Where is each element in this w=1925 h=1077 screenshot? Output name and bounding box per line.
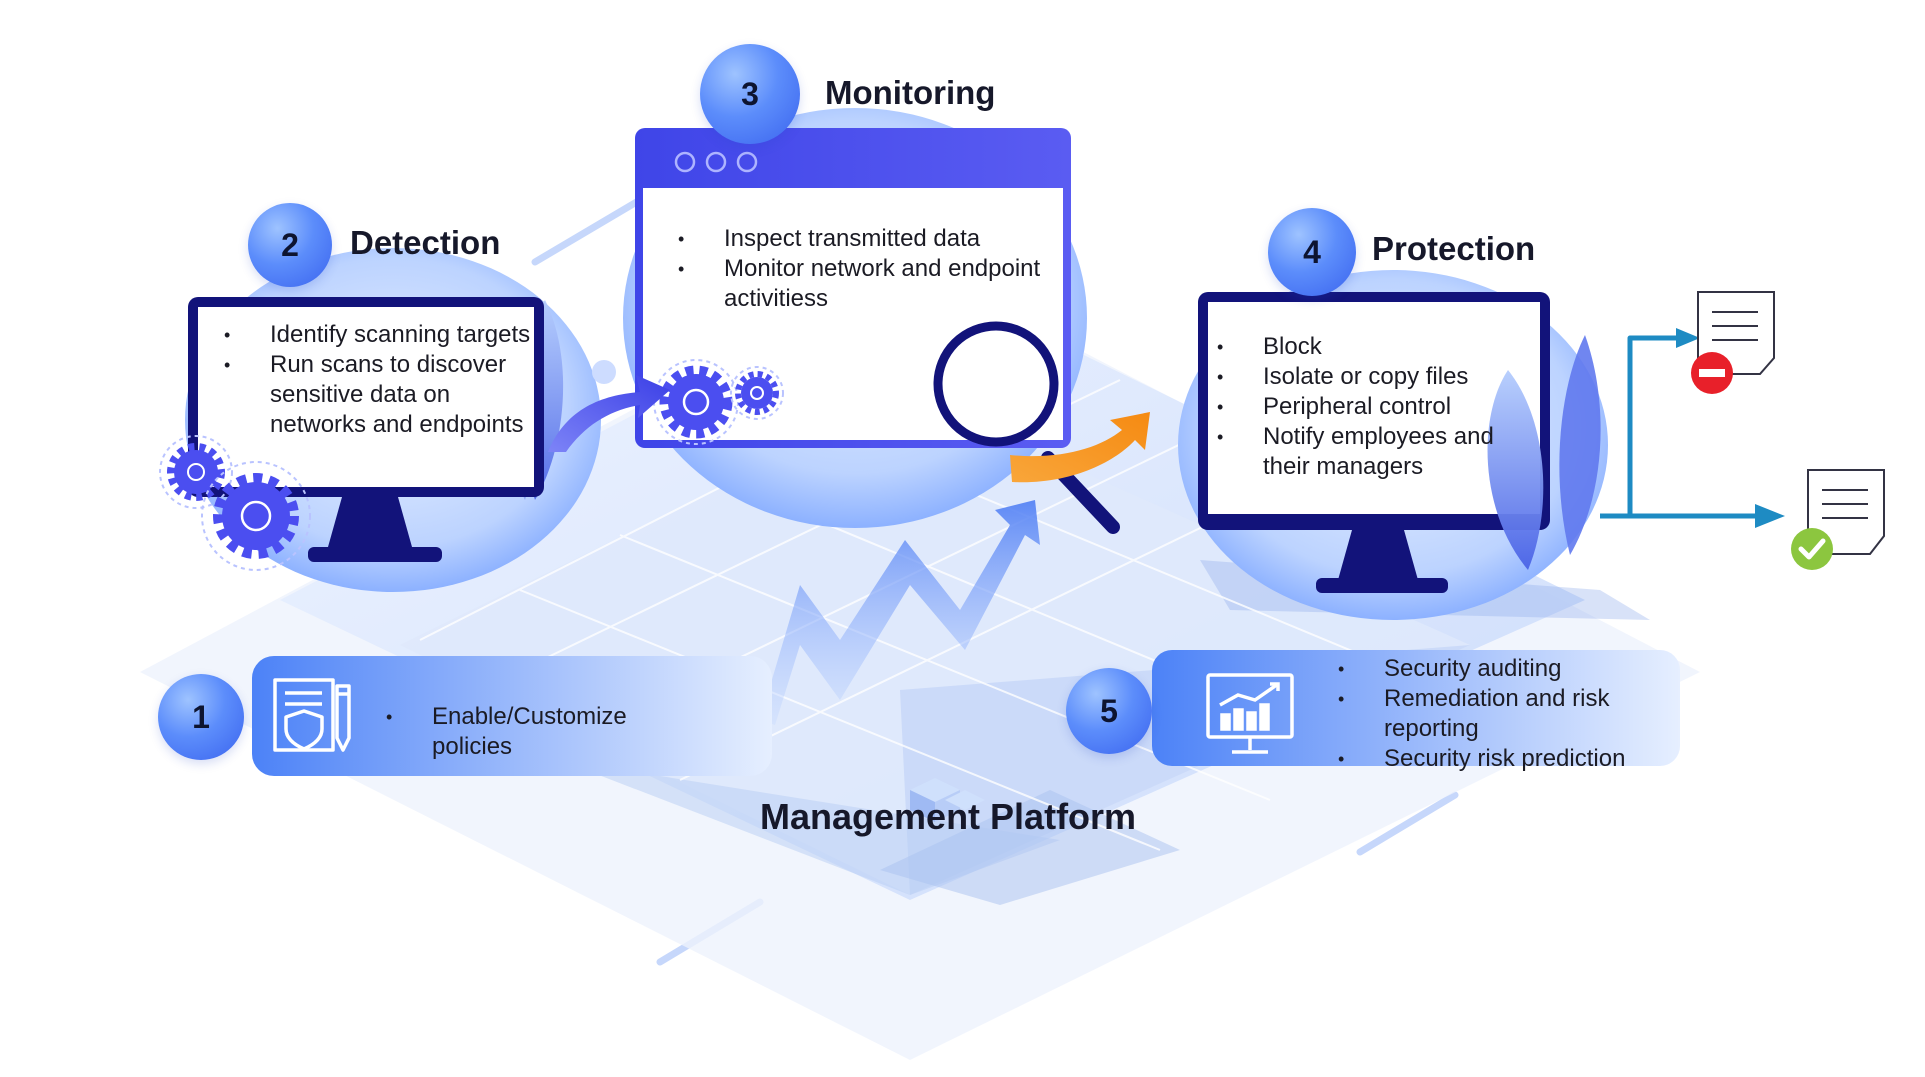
list-item: Inspect transmitted data [676,224,1056,254]
list-item: Run scans to discover sensitive data on … [222,350,548,440]
gear-icon-large [201,461,311,571]
arrow-monitoring-to-protection [1010,412,1150,483]
monitor-chart-icon [1206,673,1294,754]
list-item: Security risk prediction [1336,744,1646,774]
outcome-branches [1600,335,1755,519]
gear-icon-monitoring [653,359,784,445]
policies-list: Enable/Customize policies [384,702,644,762]
detection-list: Identify scanning targets Run scans to d… [222,320,548,440]
step-4-badge: 4 [1268,208,1356,296]
protection-list: Block Isolate or copy files Peripheral c… [1215,332,1515,482]
step-5-badge: 5 [1066,668,1152,754]
protection-title: Protection [1372,230,1536,267]
monitoring-list: Inspect transmitted data Monitor network… [676,224,1056,314]
list-item: Peripheral control [1215,392,1515,422]
list-item: Remediation and risk reporting [1336,684,1646,744]
list-item: Monitor network and endpoint activitiess [676,254,1056,314]
arrowhead-up [1676,328,1700,348]
list-item: Isolate or copy files [1215,362,1515,392]
policy-document-pencil-icon [273,678,351,752]
detection-title: Detection [350,224,501,261]
arrow-detection-to-monitoring [548,375,670,452]
gear-icon [159,435,233,509]
step-3-badge: 3 [700,44,800,144]
arrowhead-right [1755,504,1785,528]
blocked-document-icon [1691,291,1775,394]
floating-dot [592,360,616,384]
monitoring-title: Monitoring [825,74,996,111]
growth-zigzag-arrow [760,500,1040,725]
list-item: Identify scanning targets [222,320,548,350]
approved-document-icon [1791,469,1885,570]
list-item: Security auditing [1336,654,1646,684]
step-1-badge: 1 [158,674,244,760]
list-item: Enable/Customize policies [384,702,644,762]
list-item: Notify employees and their managers [1215,422,1515,482]
reporting-list: Security auditing Remediation and risk r… [1336,654,1646,774]
list-item: Block [1215,332,1515,362]
platform-title: Management Platform [760,796,1137,837]
step-2-badge: 2 [248,203,332,287]
platform-cubes [910,778,985,822]
